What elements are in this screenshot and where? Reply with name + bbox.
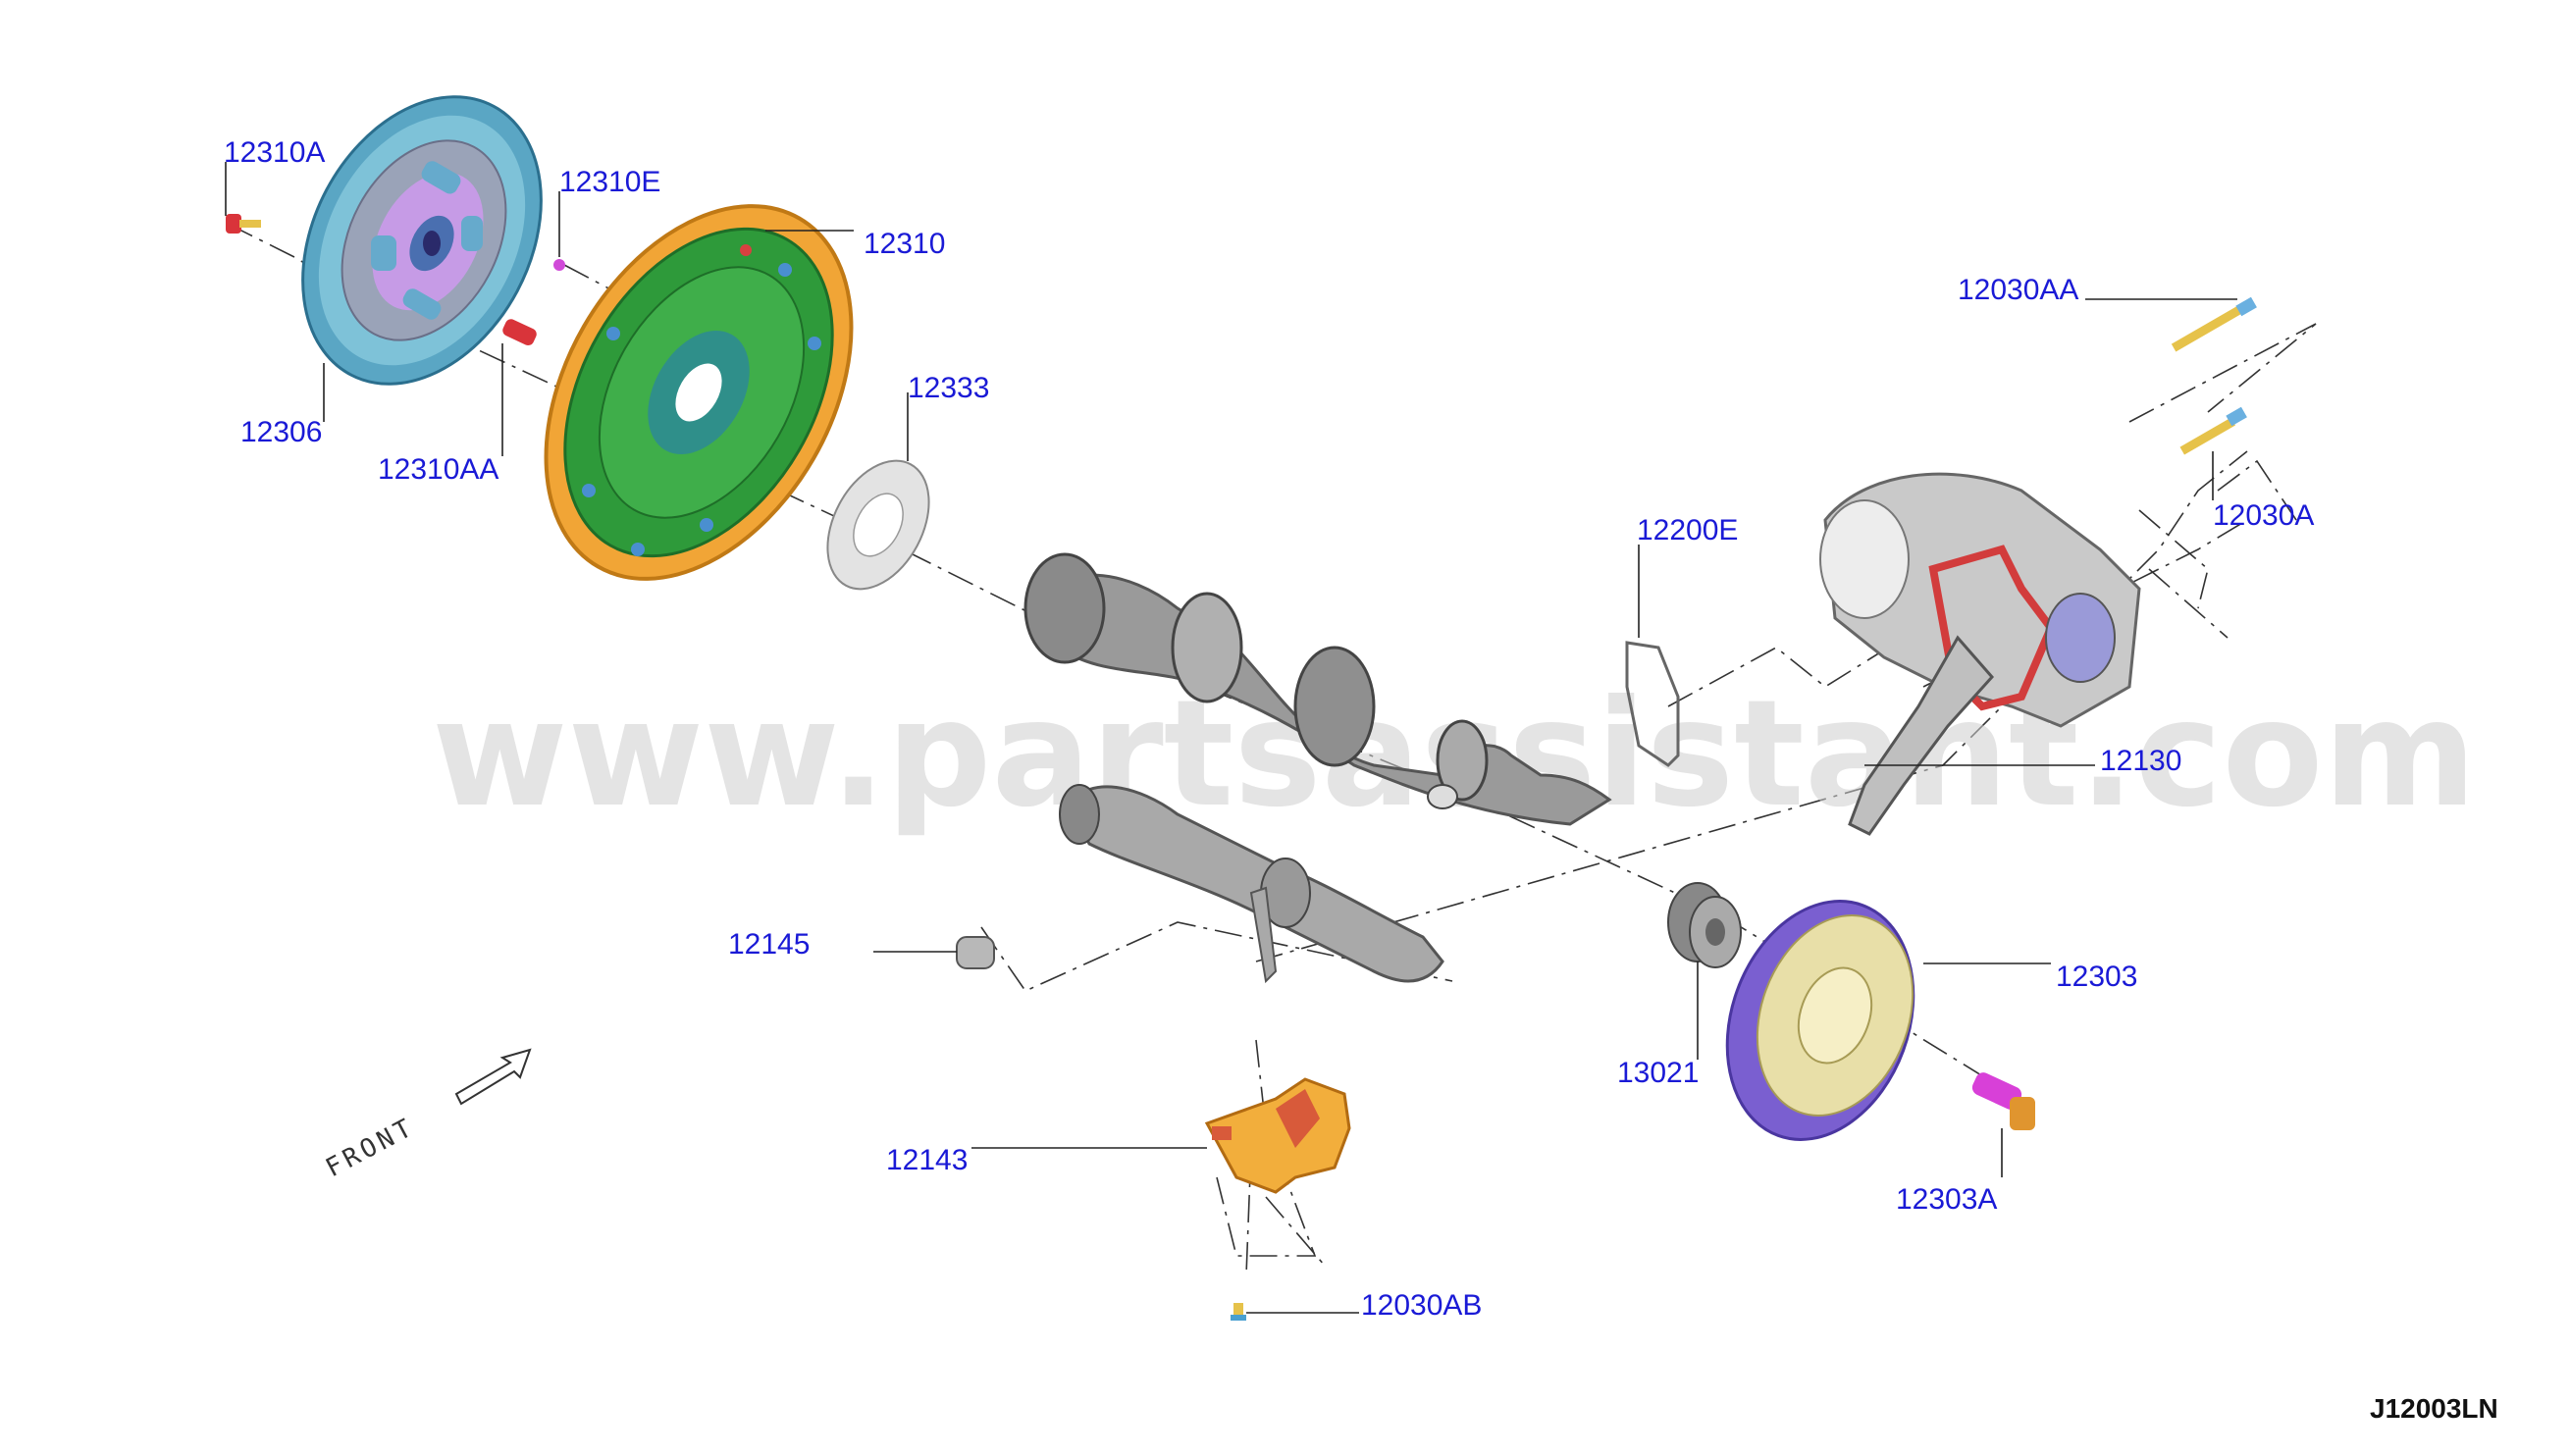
- pump-assembly-12130: [1819, 472, 2141, 836]
- clutch-disc-part: [301, 95, 543, 386]
- label-12200E[interactable]: 12200E: [1637, 514, 1738, 546]
- label-12030A[interactable]: 12030A: [2213, 499, 2314, 532]
- bolt-12030A: [2179, 406, 2247, 455]
- label-12310E[interactable]: 12310E: [559, 166, 660, 198]
- label-12143[interactable]: 12143: [886, 1144, 968, 1176]
- front-arrow-icon: [454, 1048, 532, 1106]
- label-12303[interactable]: 12303: [2056, 961, 2137, 993]
- bolt-12310A: [226, 214, 261, 234]
- label-12030AA[interactable]: 12030AA: [1958, 274, 2078, 306]
- bolt-12303A: [1971, 1072, 2035, 1130]
- gear-13021: [1667, 882, 1742, 968]
- label-12145[interactable]: 12145: [728, 928, 810, 961]
- label-12333[interactable]: 12333: [908, 372, 989, 404]
- label-13021[interactable]: 13021: [1617, 1057, 1699, 1089]
- label-12310AA[interactable]: 12310AA: [378, 453, 498, 486]
- label-12306[interactable]: 12306: [240, 416, 322, 448]
- gasket-12200E: [1625, 641, 1680, 767]
- bolt-12030AB: [1231, 1303, 1246, 1321]
- front-label: FRONT: [321, 1113, 420, 1184]
- label-12310A[interactable]: 12310A: [224, 136, 325, 169]
- label-12130[interactable]: 12130: [2100, 745, 2181, 777]
- diagram-code: J12003LN: [2370, 1393, 2498, 1424]
- crankshaft-part: [1023, 552, 1612, 826]
- label-12030AB[interactable]: 12030AB: [1361, 1289, 1482, 1322]
- flywheel-part: [544, 204, 854, 581]
- pulley-12303: [1725, 900, 1915, 1141]
- front-indicator: FRONT: [321, 1048, 532, 1184]
- bolt-12310AA: [502, 319, 537, 346]
- plate-12333: [826, 459, 930, 591]
- bolt-12030AA: [2171, 296, 2257, 352]
- pin-12310E: [553, 259, 565, 271]
- bracket-12143: [1204, 1077, 1351, 1194]
- label-12310[interactable]: 12310: [864, 228, 945, 260]
- label-12303A[interactable]: 12303A: [1896, 1183, 1997, 1216]
- leader-lines: [225, 162, 2237, 1314]
- camshaft-part: [1059, 784, 1444, 984]
- bushing-12145: [956, 936, 995, 969]
